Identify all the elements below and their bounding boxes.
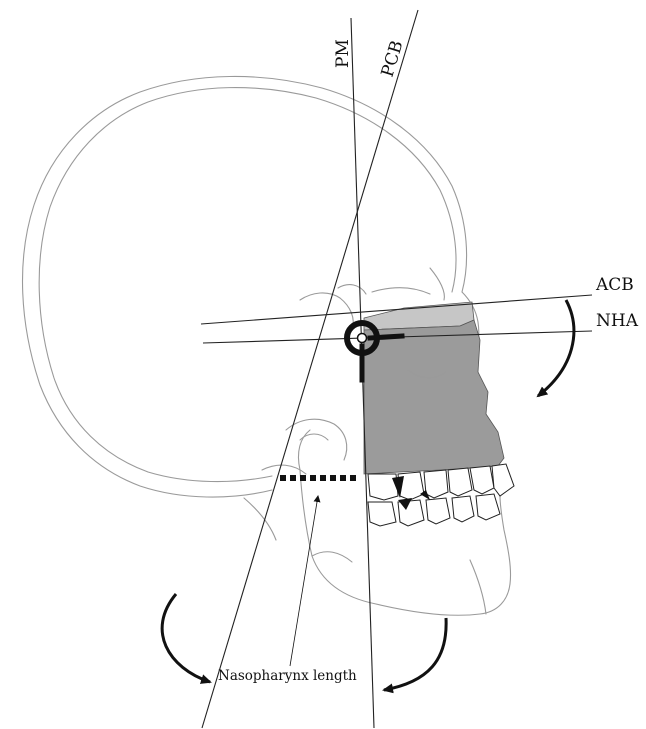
nha-label: NHA: [596, 311, 639, 331]
acb-label: ACB: [595, 275, 634, 295]
teeth: [368, 464, 514, 526]
pm-label: PM: [333, 39, 353, 68]
nasopharynx-pointer: [290, 496, 318, 666]
curved-arrow-clockwise-icon: [538, 300, 574, 396]
maxilla-region: [364, 302, 504, 474]
curved-arrow-clockwise-icon: [384, 618, 446, 690]
nasopharynx-length-label: Nasopharynx length: [218, 668, 357, 684]
curved-arrow-counterclockwise-icon: [162, 594, 210, 682]
maxilla-dark: [364, 320, 504, 474]
